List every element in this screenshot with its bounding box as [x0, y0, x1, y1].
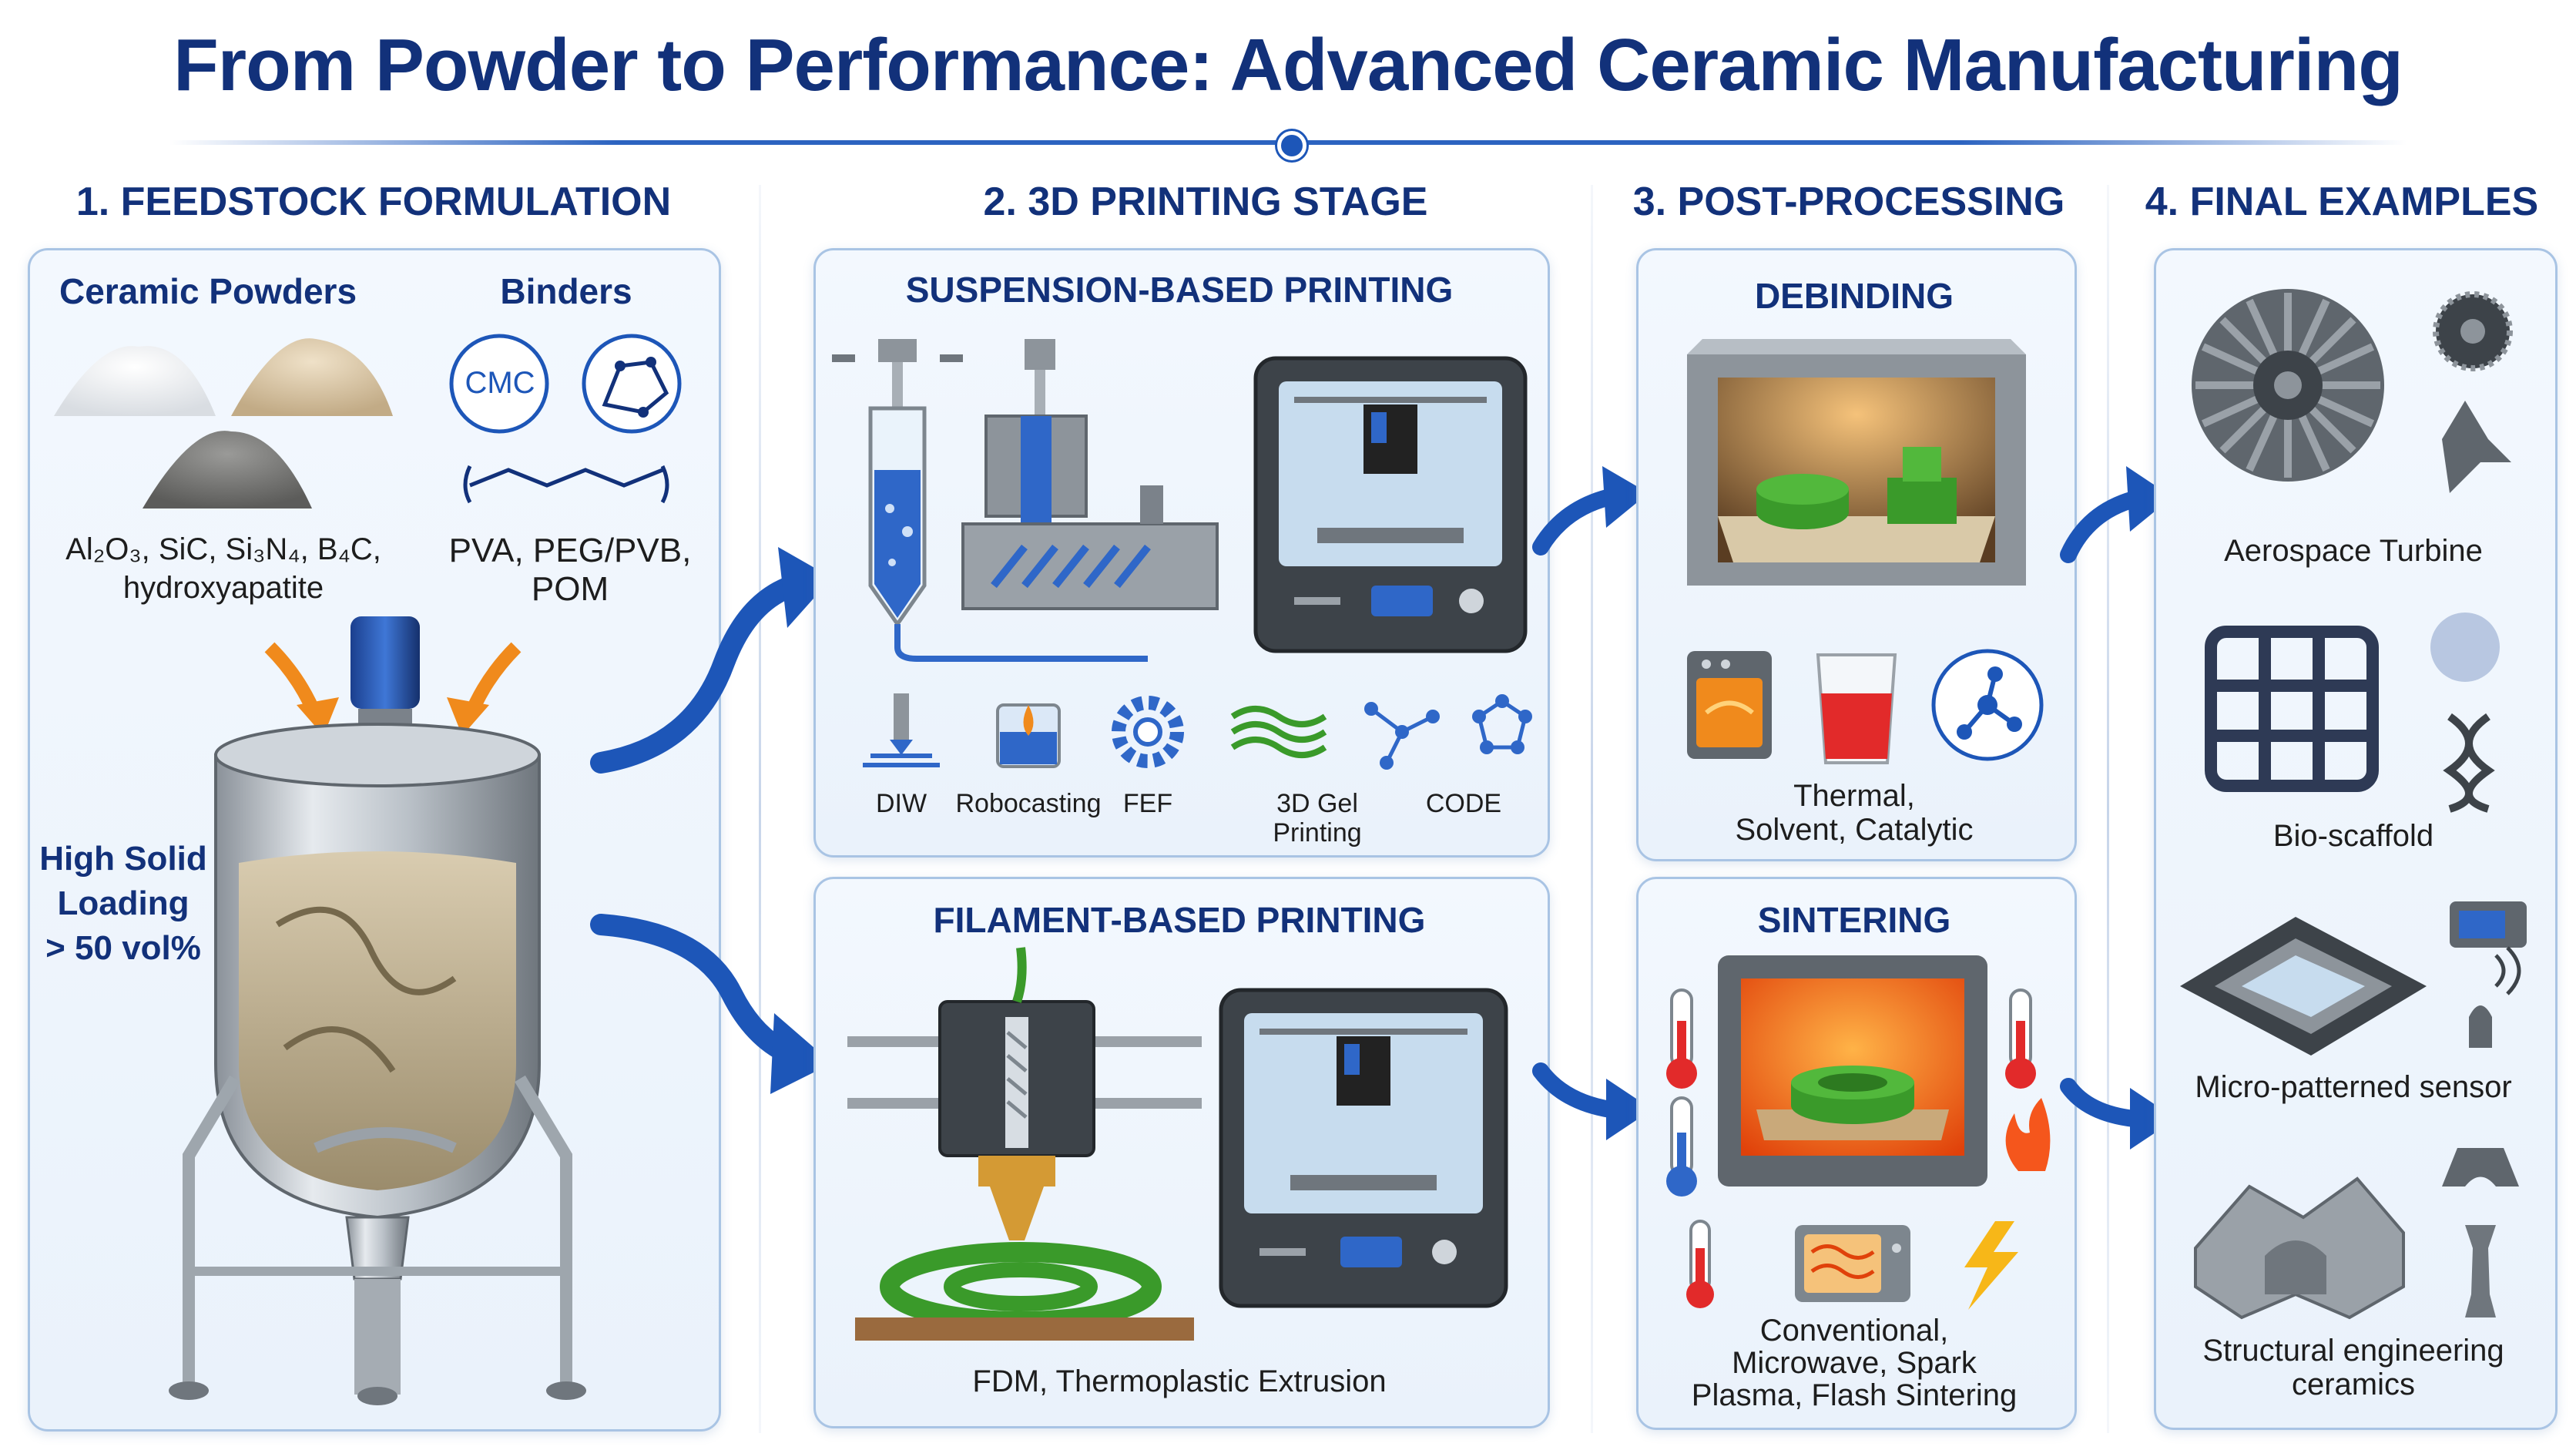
sintering-methods-icons	[1666, 988, 2051, 1310]
column-separator	[2107, 185, 2109, 1433]
sintering-caption-line2: Microwave, Spark	[1732, 1346, 1977, 1380]
ceramic-powder-piles-icon	[54, 338, 393, 509]
method-label-diw: DIW	[875, 789, 927, 818]
filament-printing-caption: FDM, Thermoplastic Extrusion	[972, 1364, 1387, 1398]
binders-caption-line2: POM	[531, 570, 609, 608]
printing-methods-icons	[863, 693, 1532, 770]
method-label-robocasting: Robocasting	[955, 789, 1102, 818]
column-heading-post: 3. POST-PROCESSING	[1632, 180, 2065, 224]
method-label-fef: FEF	[1122, 789, 1173, 818]
filament-printing-title: FILAMENT-BASED PRINTING	[933, 900, 1426, 940]
column-separator	[759, 185, 761, 1433]
column-heading-printing: 2. 3D PRINTING STAGE	[983, 180, 1428, 224]
debinding-methods-icons	[1687, 649, 2044, 764]
mixing-tank-icon	[169, 616, 586, 1405]
example-structural-line2: ceramics	[2291, 1368, 2416, 1401]
thermometer-icon	[2005, 988, 2036, 1089]
thermometer-icon	[1686, 1220, 1714, 1308]
turbine-icon	[2192, 289, 2513, 493]
flame-icon	[2005, 1098, 2051, 1171]
powders-caption-line1: Al₂O₃, SiC, Si₃N₄, B₄C,	[65, 532, 381, 566]
debinding-title: DEBINDING	[1754, 276, 1954, 316]
example-structural-line1: Structural engineering	[2202, 1334, 2504, 1368]
flow-arrows-to-post-icon	[1532, 466, 1652, 1140]
3d-printer-icon	[1253, 356, 1528, 653]
oven-icon	[1687, 651, 1772, 759]
gear-icon	[1112, 696, 1184, 768]
3d-printer-icon	[1219, 988, 1508, 1308]
title-dot	[1277, 131, 1306, 160]
bio-scaffold-icon	[2205, 613, 2500, 813]
suspension-printing-title: SUSPENSION-BASED PRINTING	[905, 270, 1454, 310]
debinding-caption-line1: Thermal,	[1793, 779, 1915, 813]
flow-arrows-to-examples-icon	[2060, 466, 2176, 1150]
thermometer-icon	[1666, 988, 1697, 1089]
binders-caption-line1: PVA, PEG/PVB,	[448, 532, 692, 569]
beaker-icon	[1816, 653, 1897, 764]
micro-patterned-sensor-icon	[2180, 901, 2527, 1056]
binders-label: Binders	[500, 271, 632, 311]
sintering-caption-line1: Conventional,	[1759, 1314, 1949, 1348]
catalyst-molecule-icon	[1931, 649, 2044, 761]
ceramic-powders-label: Ceramic Powders	[59, 271, 357, 311]
beaker-drop-icon	[996, 703, 1061, 768]
powders-caption-line2: hydroxyapatite	[122, 571, 324, 605]
example-bio-scaffold: Bio-scaffold	[2272, 819, 2434, 853]
debinding-furnace-icon	[1687, 339, 2026, 586]
method-label-3d-gel-line2: Printing	[1273, 818, 1362, 848]
thermometer-icon	[1666, 1096, 1697, 1197]
high-solid-loading-line1: High Solid	[39, 840, 207, 878]
filament-extruder-icon	[847, 947, 1202, 1341]
binder-molecules-icon	[449, 334, 682, 504]
orange-feed-arrows-icon	[264, 642, 522, 736]
microwave-icon	[1795, 1225, 1910, 1302]
nozzle-icon	[863, 693, 940, 767]
example-aerospace-turbine: Aerospace Turbine	[2224, 534, 2483, 568]
sintering-title: SINTERING	[1757, 900, 1951, 940]
cmc-icon-label: CMC	[465, 366, 535, 400]
method-label-3d-gel-line1: 3D Gel	[1276, 789, 1358, 818]
flow-arrows-to-printing-icon	[590, 547, 832, 1094]
method-label-code: CODE	[1425, 789, 1502, 818]
column-heading-feedstock: 1. FEEDSTOCK FORMULATION	[75, 180, 672, 224]
high-solid-loading-line2: Loading	[57, 884, 190, 922]
structural-ceramics-icon	[2194, 1148, 2519, 1320]
high-solid-loading-line3: > 50 vol%	[45, 929, 201, 967]
gel-waves-icon	[1230, 706, 1327, 758]
sintering-caption-line3: Plasma, Flash Sintering	[1691, 1378, 2018, 1412]
syringe-extruder-icon	[832, 339, 1219, 662]
debinding-caption-line2: Solvent, Catalytic	[1735, 813, 1974, 847]
example-micro-patterned-sensor: Micro-patterned sensor	[2195, 1070, 2512, 1104]
sintering-furnace-icon	[1718, 955, 1987, 1187]
column-separator	[1591, 185, 1593, 1433]
lightning-icon	[1964, 1221, 2018, 1310]
column-heading-examples: 4. FINAL EXAMPLES	[2145, 180, 2539, 224]
page-title: From Powder to Performance: Advanced Cer…	[173, 24, 2403, 106]
network-icon	[1364, 694, 1532, 770]
